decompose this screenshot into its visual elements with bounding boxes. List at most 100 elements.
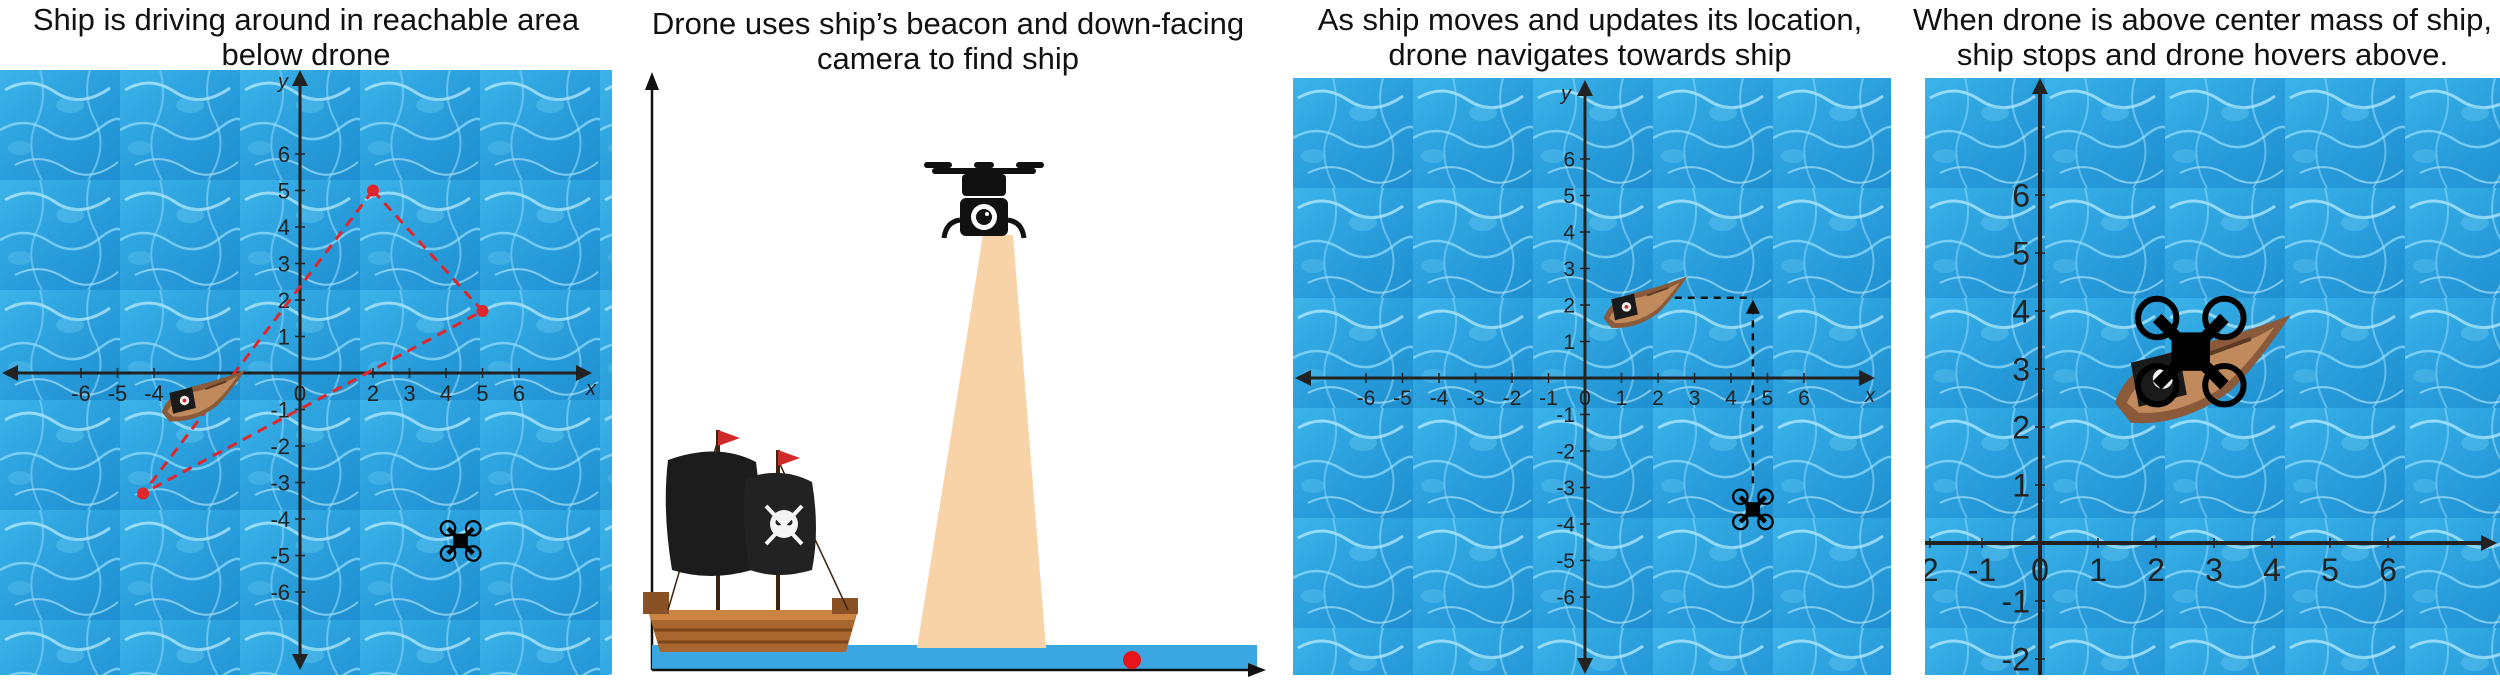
y-tick-label: 5 [278,178,290,203]
x-tick-label: 4 [440,381,452,406]
x-tick-label: -5 [108,381,128,406]
x-tick-label: 6 [513,381,525,406]
y-tick-label: 6 [2012,178,2030,214]
y-axis-label: y [276,71,289,93]
triangle-vertex [137,487,150,500]
caption-line: As ship moves and updates its location, [1317,2,1863,37]
y-tick-label: 4 [1563,222,1575,245]
x-axis-label: x [585,378,597,400]
x-tick-label: 3 [403,381,415,406]
caption-line: ship stops and drone hovers above. [1956,37,2449,72]
caption-line: When drone is above center mass of ship, [1913,2,2492,37]
y-tick-label: -3 [270,470,290,495]
path-arrowhead [1745,299,1760,314]
caption-line: Ship is driving around in reachable area [32,2,580,37]
x-tick-label: -4 [1430,387,1449,410]
y-tick-label: 2 [278,288,290,313]
x-tick-label: 1 [2089,552,2107,588]
axes [1295,80,1875,674]
x-tick-label: 6 [1798,387,1810,410]
y-tick-label: -5 [270,543,290,568]
y-tick-label: -6 [1556,587,1575,610]
y-tick-label: 3 [278,251,290,276]
caption-line: Drone uses ship’s beacon and down-facing [651,6,1245,41]
y-tick-label: 4 [278,215,290,240]
y-tick-label: -5 [1556,550,1575,573]
caption-line: camera to find ship [817,41,1079,76]
x-axis-arrow-left [1295,370,1311,386]
y-axis-arrow-top [292,70,308,86]
x-tick-label: 1 [1616,387,1628,410]
y-tick-label: -2 [270,434,290,459]
x-tick-label: 4 [2263,552,2281,588]
y-tick-label: -6 [270,580,290,605]
x-tick-label: -4 [144,381,164,406]
x-tick-label: 2 [1925,552,1939,588]
y-tick-label: 2 [2012,410,2030,446]
beacon-marker [1123,651,1141,669]
y-tick-label: -1 [270,397,290,422]
x-tick-label: 5 [1762,387,1774,410]
y-tick-label: 6 [278,142,290,167]
y-tick-label: 5 [1563,185,1575,208]
y-tick-label: -2 [1556,441,1575,464]
triangle-vertex [476,304,489,317]
x-tick-label: 0 [1579,387,1591,410]
x-tick-label: 2 [367,381,379,406]
x-axis-arrow-right [576,365,592,381]
y-tick-label: 1 [1563,331,1575,354]
y-tick-label: 5 [2012,236,2030,272]
y-axis-arrow-top [1577,80,1593,96]
axes [2,70,592,670]
x-axis-arrow-left [2,365,18,381]
x-tick-label: 0 [2031,552,2049,588]
y-tick-label: -1 [2002,584,2030,620]
y-tick-label: -2 [2002,642,2030,675]
caption-line: drone navigates towards ship [1388,37,1792,72]
x-tick-label: -2 [1503,387,1522,410]
vertical-axis-arrow [645,72,659,90]
y-axis-arrow-bottom [1577,658,1593,674]
caption-line: below drone [221,37,391,72]
y-tick-label: 6 [1563,149,1575,172]
x-tick-label: 3 [1689,387,1701,410]
triangle-outline [141,188,485,495]
camera-drone-icon [924,162,1044,239]
y-tick-label: -1 [1556,404,1575,427]
y-tick-label: 1 [2012,468,2030,504]
navigation-path [1661,296,1760,484]
x-tick-label: 2 [2147,552,2165,588]
reachable-area-triangle [137,184,489,500]
x-axis-label: x [1864,385,1876,407]
x-tick-label: 2 [1652,387,1664,410]
camera-view-cone [917,235,1046,648]
x-axis-arrow-right [2481,535,2497,551]
x-tick-label: -6 [1357,387,1376,410]
x-tick-label: 3 [2205,552,2223,588]
y-tick-label: 4 [2012,294,2030,330]
y-tick-label: -3 [1556,477,1575,500]
x-tick-label: 5 [476,381,488,406]
pirate-ship-icon [643,430,858,652]
caption-panel-4: When drone is above center mass of ship,… [1905,2,2500,72]
y-tick-label: -4 [270,507,290,532]
triangle-vertex [367,184,379,197]
y-axis-arrow-bottom [292,654,308,670]
x-tick-label: 4 [1725,387,1737,410]
y-axis-arrow-top [2032,78,2048,94]
panel-2-beacon-camera [628,70,1268,680]
y-tick-label: 2 [1563,295,1575,318]
x-tick-label: 6 [2379,552,2397,588]
axes [1925,78,2497,675]
horizontal-axis-arrow [1248,663,1266,677]
x-tick-label: -1 [1968,552,1996,588]
y-tick-label: 1 [278,324,290,349]
x-tick-label: 5 [2321,552,2339,588]
x-tick-label: -3 [1466,387,1485,410]
